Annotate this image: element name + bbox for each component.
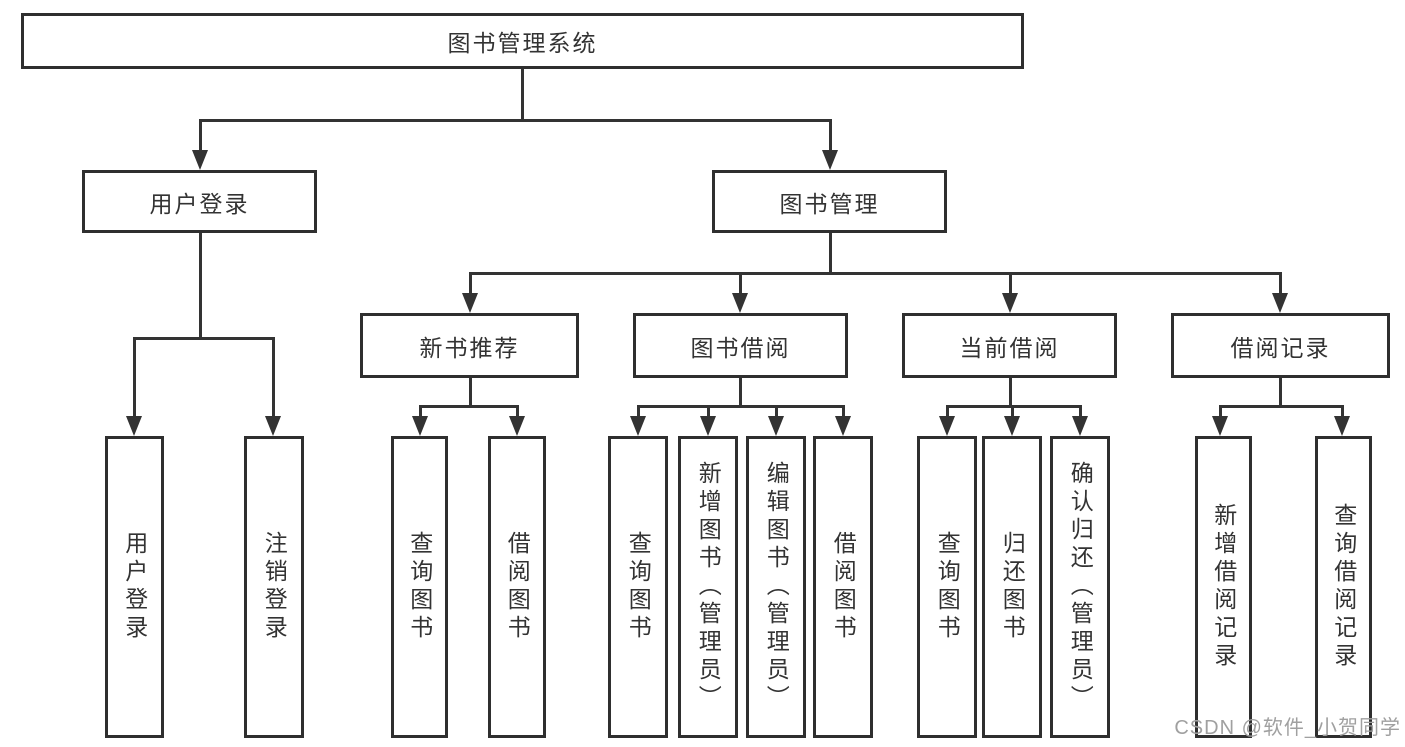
connector-stub-new-books — [469, 272, 472, 293]
arrowhead-leaf-2 — [265, 416, 281, 436]
connector-stub-book-mgmt — [829, 119, 832, 152]
connector-stub-borrow-records — [1279, 272, 1282, 293]
leaf-logout-label: 注销登录 — [261, 531, 288, 643]
connector-current-borrow-vline — [1009, 378, 1012, 405]
connector-stub-user-login — [199, 119, 202, 152]
connector-user-login-vline — [199, 233, 202, 337]
node-borrow-records-label: 借阅记录 — [1230, 334, 1331, 361]
arrowhead-new-books — [462, 293, 478, 313]
arrowhead-current-borrow — [1002, 293, 1018, 313]
connector-stub-leaf-13 — [1341, 405, 1344, 416]
leaf-query-books-newbooks-label: 查询图书 — [406, 531, 433, 643]
arrowhead-leaf-13 — [1334, 416, 1350, 436]
connector-stub-leaf-11 — [1079, 405, 1082, 416]
leaf-return-books: 归还图书 — [982, 436, 1042, 738]
connector-borrow-records-vline — [1279, 378, 1282, 405]
connector-stub-leaf-10 — [1011, 405, 1014, 416]
connector-new-books-vline — [469, 378, 472, 405]
leaf-confirm-return-admin-label: 确认归还（管理员） — [1067, 461, 1094, 713]
connector-current-borrow-rail — [946, 405, 1082, 408]
connector-book-mgmt-rail — [469, 272, 1282, 275]
leaf-query-borrow-record: 查询借阅记录 — [1315, 436, 1372, 738]
leaf-borrow-books-newbooks: 借阅图书 — [488, 436, 546, 738]
node-new-books-label: 新书推荐 — [419, 334, 520, 361]
arrowhead-book-borrow — [732, 293, 748, 313]
node-book-mgmt-label: 图书管理 — [779, 190, 880, 217]
connector-root-vline — [521, 69, 524, 119]
arrowhead-leaf-7 — [768, 416, 784, 436]
node-user-login: 用户登录 — [82, 170, 317, 233]
arrowhead-leaf-6 — [700, 416, 716, 436]
arrowhead-leaf-4 — [509, 416, 525, 436]
leaf-user-login: 用户登录 — [105, 436, 164, 738]
node-current-borrow-label: 当前借阅 — [959, 334, 1060, 361]
connector-stub-leaf-3 — [419, 405, 422, 416]
leaf-query-books-borrow: 查询图书 — [608, 436, 668, 738]
connector-stub-leaf-12 — [1219, 405, 1222, 416]
arrowhead-leaf-10 — [1004, 416, 1020, 436]
leaf-query-borrow-record-label: 查询借阅记录 — [1330, 503, 1357, 671]
connector-stub-leaf-7 — [775, 405, 778, 416]
node-root-label: 图书管理系统 — [447, 30, 598, 56]
connector-borrow-records-rail — [1219, 405, 1344, 408]
arrowhead-leaf-12 — [1212, 416, 1228, 436]
connector-stub-leaf-2 — [272, 337, 275, 416]
connector-book-borrow-rail — [637, 405, 845, 408]
connector-stub-leaf-6 — [707, 405, 710, 416]
node-book-borrow: 图书借阅 — [633, 313, 848, 378]
node-book-borrow-label: 图书借阅 — [690, 334, 791, 361]
arrowhead-leaf-5 — [630, 416, 646, 436]
arrowhead-leaf-8 — [835, 416, 851, 436]
connector-book-borrow-vline — [739, 378, 742, 405]
leaf-query-books-borrow-label: 查询图书 — [625, 531, 652, 643]
leaf-add-borrow-record: 新增借阅记录 — [1195, 436, 1252, 738]
connector-user-login-rail — [133, 337, 275, 340]
leaf-query-books-current: 查询图书 — [917, 436, 977, 738]
connector-stub-current-borrow — [1009, 272, 1012, 293]
connector-book-mgmt-vline — [829, 233, 832, 272]
connector-new-books-rail — [419, 405, 519, 408]
node-book-mgmt: 图书管理 — [712, 170, 947, 233]
leaf-return-books-label: 归还图书 — [999, 531, 1026, 643]
leaf-user-login-label: 用户登录 — [121, 531, 148, 643]
connector-stub-leaf-9 — [946, 405, 949, 416]
connector-stub-leaf-5 — [637, 405, 640, 416]
arrowhead-book-mgmt — [822, 150, 838, 170]
arrowhead-leaf-9 — [939, 416, 955, 436]
leaf-edit-books-admin: 编辑图书（管理员） — [746, 436, 806, 738]
node-current-borrow: 当前借阅 — [902, 313, 1117, 378]
node-borrow-records: 借阅记录 — [1171, 313, 1390, 378]
leaf-add-books-admin: 新增图书（管理员） — [678, 436, 738, 738]
leaf-borrow-books-newbooks-label: 借阅图书 — [504, 531, 531, 643]
node-new-books: 新书推荐 — [360, 313, 579, 378]
leaf-borrow-books: 借阅图书 — [813, 436, 873, 738]
connector-stub-leaf-4 — [516, 405, 519, 416]
connector-stub-leaf-8 — [842, 405, 845, 416]
arrowhead-leaf-1 — [126, 416, 142, 436]
leaf-logout: 注销登录 — [244, 436, 304, 738]
leaf-query-books-current-label: 查询图书 — [934, 531, 961, 643]
leaf-confirm-return-admin: 确认归还（管理员） — [1050, 436, 1110, 738]
leaf-edit-books-admin-label: 编辑图书（管理员） — [763, 461, 790, 713]
leaf-add-borrow-record-label: 新增借阅记录 — [1210, 503, 1237, 671]
connector-stub-leaf-1 — [133, 337, 136, 416]
arrowhead-leaf-3 — [412, 416, 428, 436]
connector-stub-book-borrow — [739, 272, 742, 293]
leaf-query-books-newbooks: 查询图书 — [391, 436, 448, 738]
leaf-add-books-admin-label: 新增图书（管理员） — [695, 461, 722, 713]
connector-root-rail — [199, 119, 832, 122]
node-user-login-label: 用户登录 — [149, 190, 250, 217]
leaf-borrow-books-label: 借阅图书 — [830, 531, 857, 643]
arrowhead-user-login — [192, 150, 208, 170]
csdn-watermark: CSDN @软件_小贺同学 — [1174, 717, 1401, 739]
arrowhead-borrow-records — [1272, 293, 1288, 313]
node-root: 图书管理系统 — [21, 13, 1024, 69]
arrowhead-leaf-11 — [1072, 416, 1088, 436]
